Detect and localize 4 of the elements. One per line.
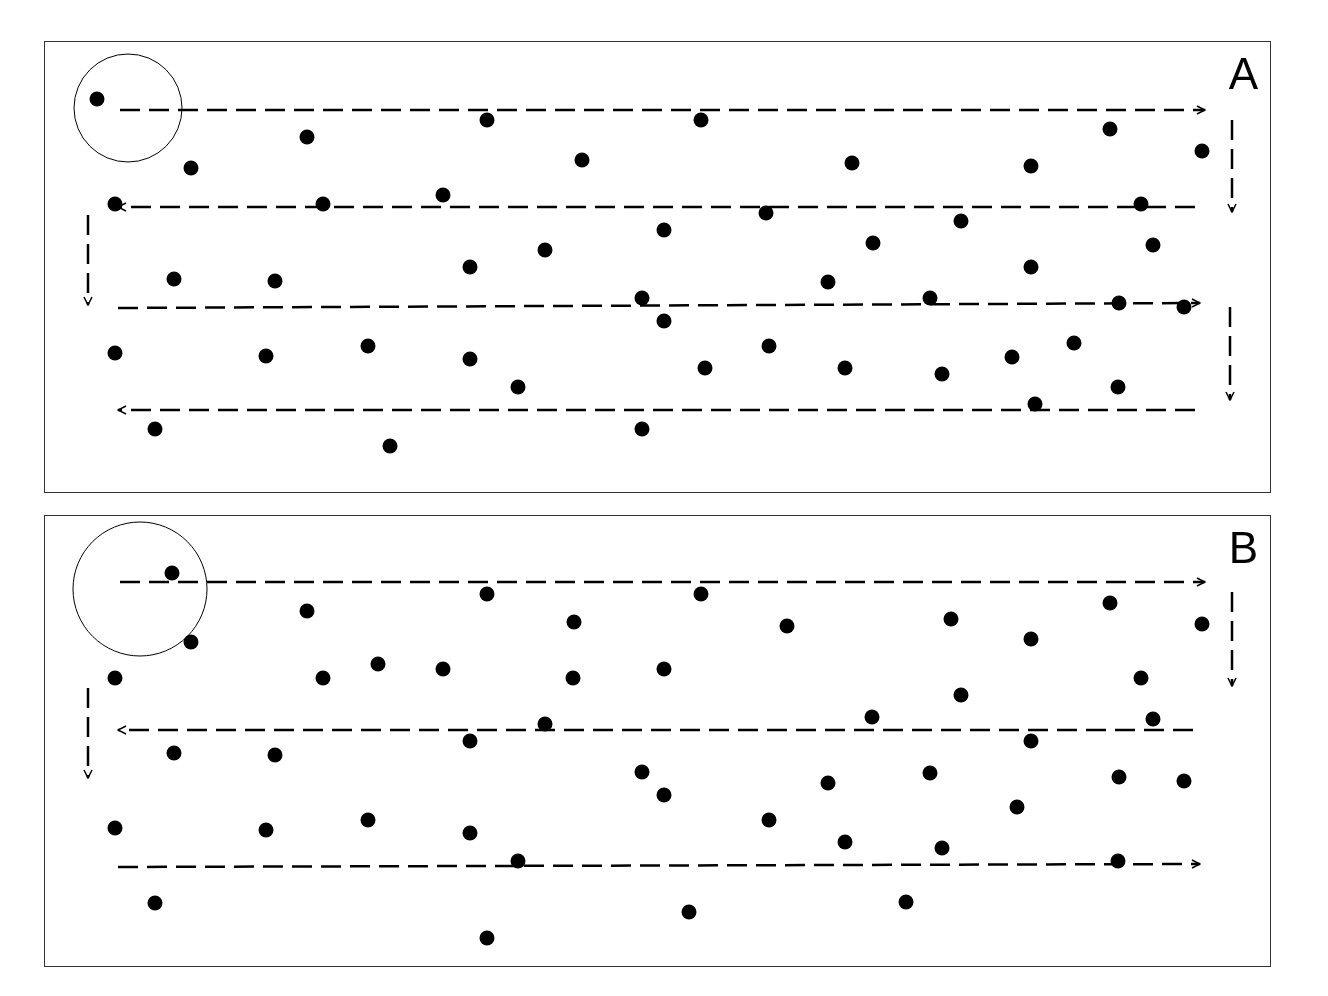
panel-label: A bbox=[1228, 52, 1258, 96]
panel-label: B bbox=[1228, 526, 1258, 570]
panel-frame bbox=[44, 41, 1271, 493]
panel-frame bbox=[44, 515, 1271, 967]
